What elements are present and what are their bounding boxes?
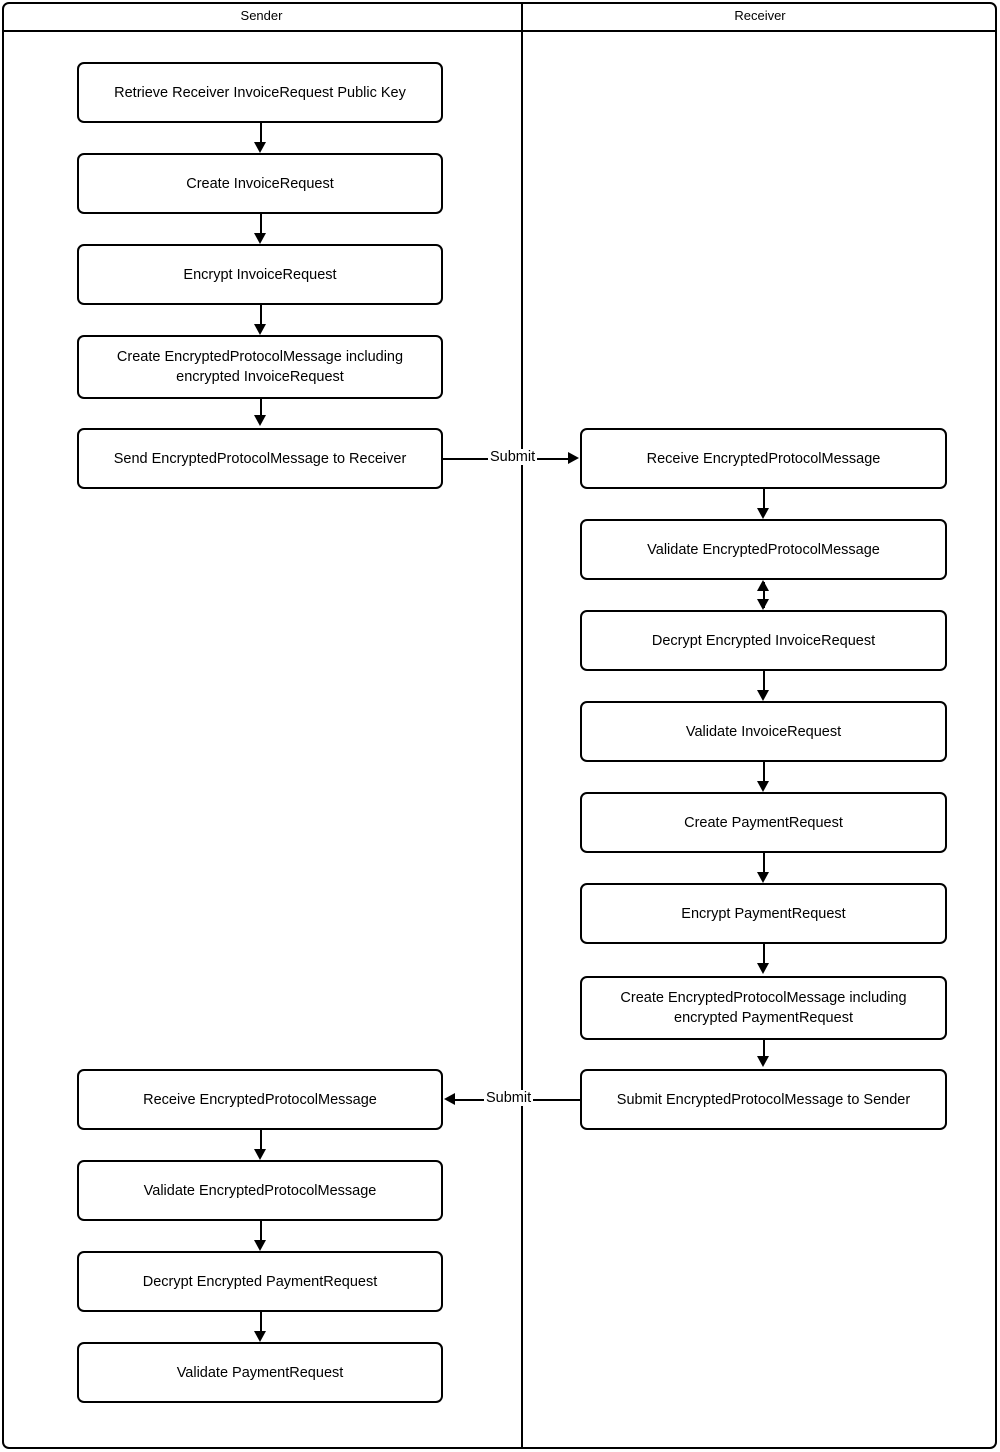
node-create-encryptedprotocolmessage-paymentrequest[interactable]: Create EncryptedProtocolMessage includin… — [580, 976, 947, 1040]
arrowhead-n9-n10 — [757, 781, 769, 792]
arrowhead-n4-n5 — [254, 415, 266, 426]
connector-n10-n11 — [763, 853, 765, 873]
node-encrypt-invoicerequest[interactable]: Encrypt InvoiceRequest — [77, 244, 443, 305]
node-submit-encryptedprotocolmessage-to-sender[interactable]: Submit EncryptedProtocolMessage to Sende… — [580, 1069, 947, 1130]
node-create-invoicerequest[interactable]: Create InvoiceRequest — [77, 153, 443, 214]
lane-header-receiver: Receiver — [734, 8, 786, 23]
node-receive-encryptedprotocolmessage-sender[interactable]: Receive EncryptedProtocolMessage — [77, 1069, 443, 1130]
lane-vertical-divider — [521, 2, 523, 1449]
node-validate-invoicerequest[interactable]: Validate InvoiceRequest — [580, 701, 947, 762]
node-label: Receive EncryptedProtocolMessage — [646, 450, 881, 467]
node-decrypt-encrypted-paymentrequest[interactable]: Decrypt Encrypted PaymentRequest — [77, 1251, 443, 1312]
node-label: Send EncryptedProtocolMessage to Receive… — [113, 450, 407, 467]
edge-label-submit-to-sender: Submit — [484, 1090, 534, 1106]
arrowhead-n2-n3 — [254, 233, 266, 244]
connector-n15-n16 — [260, 1221, 262, 1241]
node-validate-paymentrequest[interactable]: Validate PaymentRequest — [77, 1342, 443, 1403]
node-create-paymentrequest[interactable]: Create PaymentRequest — [580, 792, 947, 853]
node-label: Retrieve Receiver InvoiceRequest Public … — [114, 84, 406, 101]
node-receive-encryptedprotocolmessage-receiver[interactable]: Receive EncryptedProtocolMessage — [580, 428, 947, 489]
arrowhead-n8-n9 — [757, 690, 769, 701]
node-validate-encryptedprotocolmessage-sender[interactable]: Validate EncryptedProtocolMessage — [77, 1160, 443, 1221]
connector-n7-n8 — [763, 582, 765, 608]
node-label: Create EncryptedProtocolMessage includin… — [620, 990, 907, 1026]
arrowhead-n3-n4 — [254, 324, 266, 335]
node-validate-encryptedprotocolmessage-receiver[interactable]: Validate EncryptedProtocolMessage — [580, 519, 947, 580]
node-create-encryptedprotocolmessage-invoicerequest[interactable]: Create EncryptedProtocolMessage includin… — [77, 335, 443, 399]
connector-n2-n3 — [260, 214, 262, 234]
arrowhead-n11-n12 — [757, 963, 769, 974]
node-retrieve-receiver-invoicerequest-public-key[interactable]: Retrieve Receiver InvoiceRequest Public … — [77, 62, 443, 123]
arrowhead-n7-n8-up — [757, 580, 769, 591]
connector-n6-n7 — [763, 489, 765, 509]
node-label: Validate PaymentRequest — [176, 1364, 344, 1381]
node-label: Create PaymentRequest — [684, 814, 843, 831]
node-label: Decrypt Encrypted PaymentRequest — [142, 1273, 378, 1290]
arrowhead-n7-n8-down — [757, 599, 769, 610]
node-label: Create EncryptedProtocolMessage includin… — [116, 349, 404, 385]
node-encrypt-paymentrequest[interactable]: Encrypt PaymentRequest — [580, 883, 947, 944]
node-label: Create InvoiceRequest — [186, 175, 334, 192]
node-label: Validate InvoiceRequest — [685, 723, 842, 740]
connector-n4-n5 — [260, 399, 262, 416]
arrowhead-n1-n2 — [254, 142, 266, 153]
node-label: Encrypt PaymentRequest — [681, 905, 846, 922]
arrowhead-n5-n6 — [568, 452, 579, 464]
arrowhead-n10-n11 — [757, 872, 769, 883]
arrowhead-n16-n17 — [254, 1331, 266, 1342]
connector-n9-n10 — [763, 762, 765, 782]
arrowhead-n15-n16 — [254, 1240, 266, 1251]
connector-n12-n13 — [763, 1040, 765, 1057]
arrowhead-n13-n14 — [444, 1093, 455, 1105]
connector-n14-n15 — [260, 1130, 262, 1150]
node-label: Receive EncryptedProtocolMessage — [143, 1091, 377, 1108]
lane-header-sender: Sender — [240, 8, 283, 23]
node-label: Encrypt InvoiceRequest — [183, 266, 337, 283]
node-label: Decrypt Encrypted InvoiceRequest — [651, 632, 876, 649]
node-label: Validate EncryptedProtocolMessage — [647, 541, 880, 558]
connector-n8-n9 — [763, 671, 765, 691]
edge-label-submit-to-receiver: Submit — [488, 449, 538, 465]
node-label: Validate EncryptedProtocolMessage — [143, 1182, 377, 1199]
lane-header-divider — [2, 30, 997, 32]
connector-n11-n12 — [763, 944, 765, 964]
node-decrypt-encrypted-invoicerequest[interactable]: Decrypt Encrypted InvoiceRequest — [580, 610, 947, 671]
arrowhead-n14-n15 — [254, 1149, 266, 1160]
arrowhead-n12-n13 — [757, 1056, 769, 1067]
arrowhead-n6-n7 — [757, 508, 769, 519]
node-send-encryptedprotocolmessage-to-receiver[interactable]: Send EncryptedProtocolMessage to Receive… — [77, 428, 443, 489]
node-label: Submit EncryptedProtocolMessage to Sende… — [616, 1091, 911, 1108]
connector-n16-n17 — [260, 1312, 262, 1332]
connector-n3-n4 — [260, 305, 262, 325]
connector-n1-n2 — [260, 123, 262, 143]
